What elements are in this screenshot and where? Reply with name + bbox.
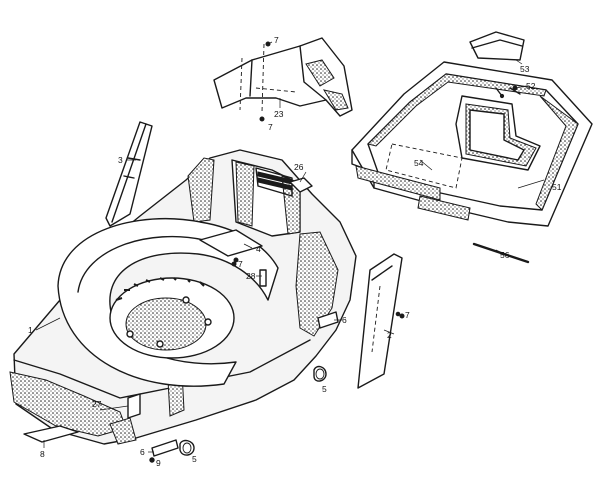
callout-26: 26 — [294, 162, 304, 172]
callout-53: 53 — [520, 64, 530, 74]
callout-2: 2 — [387, 330, 392, 340]
callout-5-right: 5 — [322, 384, 327, 394]
bracket-part-6-front — [151, 439, 179, 457]
mower-deck-part-1 — [9, 149, 357, 445]
callout-5-front: 5 — [192, 454, 197, 464]
rod-part-56 — [472, 242, 530, 264]
callout-7-deck: 7 — [238, 259, 243, 269]
callout-52: 52 — [526, 81, 536, 91]
callout-4: 4 — [256, 244, 261, 254]
callout-1: 1 — [28, 325, 33, 335]
callout-7-cover-bottom: 7 — [268, 122, 273, 132]
callout-6-right: 6 — [342, 315, 347, 325]
callout-28: 28 — [246, 271, 256, 281]
callout-3: 3 — [118, 155, 123, 165]
plate-part-8 — [23, 425, 79, 443]
callout-56: 56 — [500, 250, 510, 260]
side-trim-part-3 — [105, 121, 153, 227]
screw-part-9 — [149, 457, 155, 463]
callout-7-flap: 7 — [405, 310, 410, 320]
callout-8: 8 — [40, 449, 45, 459]
leader-lines — [35, 41, 545, 453]
bracket-part-6-right — [317, 311, 339, 329]
wheel-plug-part-5-front — [179, 439, 195, 456]
screw-part-7-right — [399, 313, 405, 319]
screw-part-7-deck — [231, 261, 237, 267]
callout-7-cover-top: 7 — [274, 35, 279, 45]
rear-cover-part-23 — [213, 37, 353, 122]
callout-27: 27 — [92, 399, 102, 409]
pad-part-53 — [469, 31, 525, 61]
callout-6-front: 6 — [140, 447, 145, 457]
callout-9: 9 — [156, 458, 161, 468]
wheel-plug-part-5-right — [313, 365, 327, 382]
callout-51: 51 — [552, 182, 562, 192]
clip-part-26 — [289, 177, 313, 193]
callout-54: 54 — [414, 158, 424, 168]
rear-flap-part-2 — [357, 253, 403, 389]
grassbox-lid-part-51 — [351, 61, 593, 227]
callout-labels: 1 2 3 4 5 5 6 6 7 7 7 7 8 9 23 26 27 28 … — [28, 35, 562, 468]
callout-23: 23 — [274, 109, 284, 119]
